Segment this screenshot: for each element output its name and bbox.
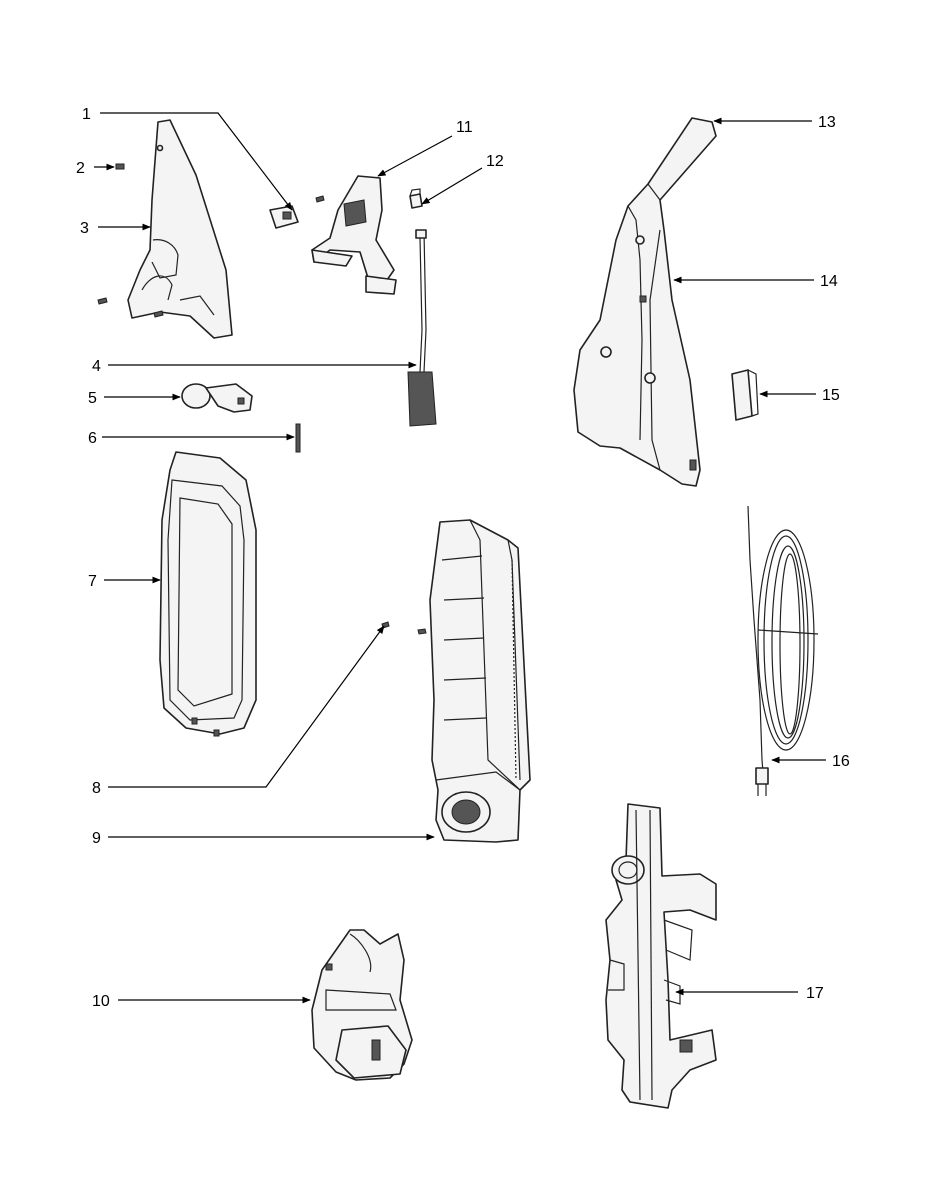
part-6-clip (295, 423, 301, 453)
callout-9: 9 (92, 830, 101, 847)
callout-13: 13 (818, 114, 836, 131)
part-4-wire-terminal (407, 229, 437, 427)
part-14-rear-housing (573, 117, 717, 487)
part-17-chassis (605, 803, 717, 1109)
callout-4: 4 (92, 358, 101, 375)
part-12-bolt (409, 188, 423, 209)
part-3-side-cover (127, 119, 233, 339)
part-16-power-cord (747, 505, 819, 796)
part-11-bracket (311, 175, 397, 295)
callout-11: 11 (456, 119, 473, 136)
part-10-base (311, 929, 413, 1081)
callout-14: 14 (820, 273, 838, 290)
leader-1 (100, 112, 293, 211)
callout-1: 1 (82, 106, 91, 123)
callout-6: 6 (88, 430, 97, 447)
part-9-bag-housing (429, 519, 531, 843)
leader-12 (421, 167, 483, 205)
callout-labels: 1 2 3 4 5 6 7 8 9 10 11 12 13 14 15 16 1… (76, 106, 850, 1010)
callout-8: 8 (92, 780, 101, 797)
callout-2: 2 (76, 160, 85, 177)
callout-17: 17 (806, 985, 824, 1002)
part-5-cord-hook (181, 383, 253, 413)
callout-3: 3 (80, 220, 89, 237)
part-1-switch (269, 205, 299, 229)
part-15-strain-relief (731, 369, 759, 421)
part-8-screws (381, 621, 427, 635)
part-2-screw (115, 163, 125, 170)
leader-8 (108, 625, 385, 788)
callout-16: 16 (832, 753, 850, 770)
leader-11 (377, 135, 453, 177)
part-7-bag-door (159, 451, 257, 737)
callout-5: 5 (88, 390, 97, 407)
callout-7: 7 (88, 573, 97, 590)
callout-12: 12 (486, 153, 504, 170)
leader-lines (94, 112, 826, 1004)
callout-10: 10 (92, 993, 110, 1010)
callout-15: 15 (822, 387, 840, 404)
